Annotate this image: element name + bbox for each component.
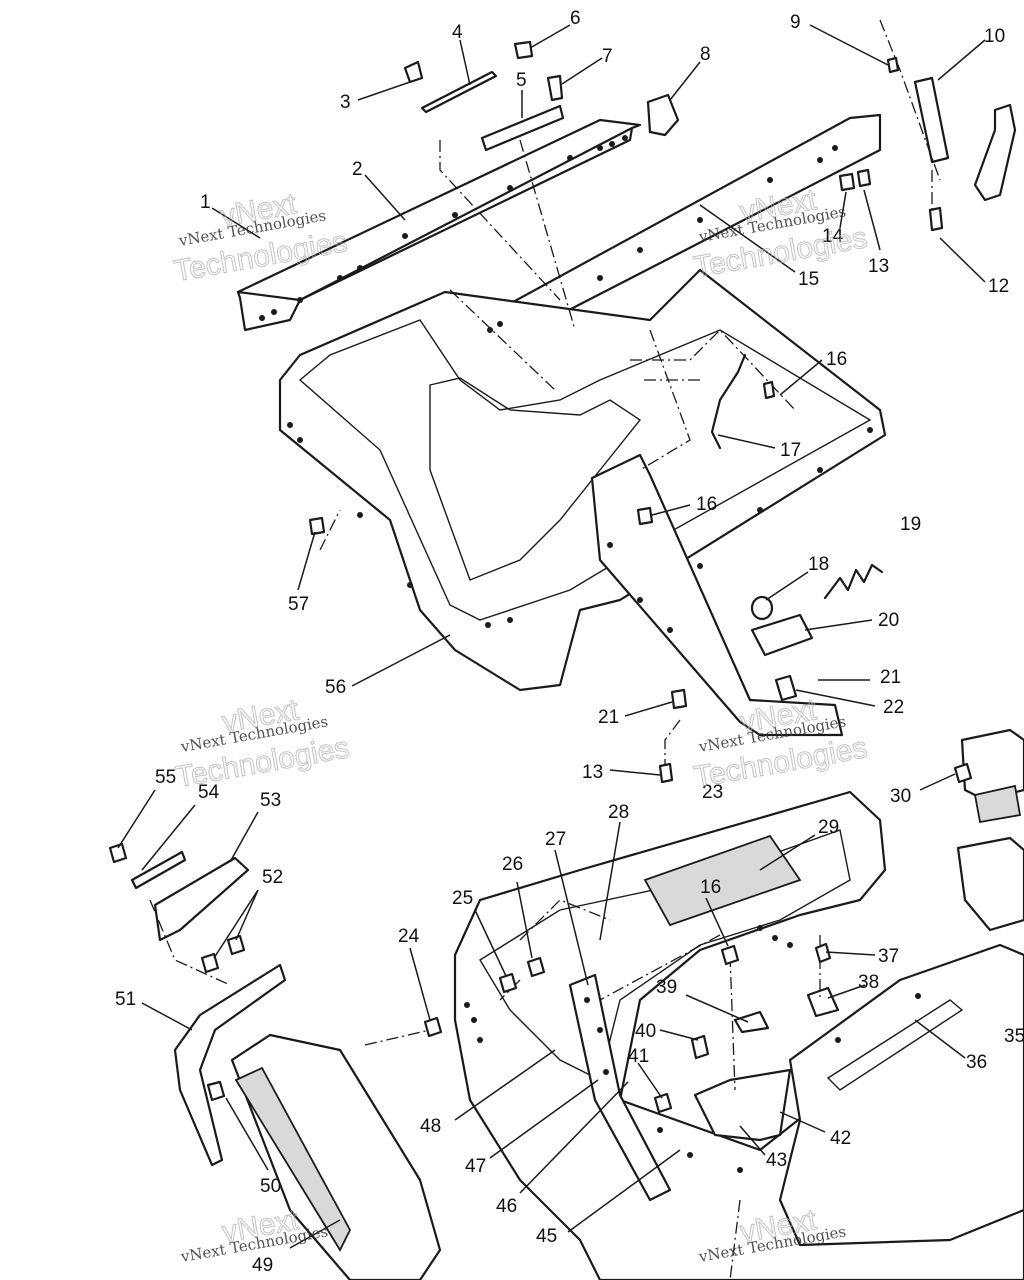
seat-strip-part-36: [826, 999, 964, 1091]
strap-part-47: [568, 973, 672, 1202]
callout-20: 20: [878, 610, 899, 631]
callout-14: 14: [822, 226, 844, 247]
callout-42: 42: [830, 1128, 851, 1149]
callout-3: 3: [340, 92, 351, 113]
callout-46: 46: [496, 1196, 517, 1217]
hole-dots-upper: [259, 135, 873, 633]
callout-29: 29: [818, 817, 839, 838]
spring-part-19: [823, 563, 884, 600]
callout-7: 7: [602, 46, 613, 67]
callout-16b: 16: [696, 494, 717, 515]
callout-8: 8: [700, 44, 711, 65]
bracket-part-38: [806, 986, 840, 1018]
callout-51: 51: [115, 989, 136, 1010]
callout-24: 24: [398, 926, 420, 947]
callout-17: 17: [780, 440, 801, 461]
callout-39: 39: [656, 977, 677, 998]
callout-40: 40: [635, 1021, 656, 1042]
upper-assembly: [236, 19, 1017, 784]
plate-part-54: [130, 850, 187, 890]
callout-10: 10: [984, 26, 1005, 47]
callout-25: 25: [452, 888, 473, 909]
light-lens-part-49: [234, 1066, 352, 1252]
callout-48: 48: [420, 1116, 441, 1137]
callout-54: 54: [198, 782, 220, 803]
callout-4: 4: [452, 22, 463, 43]
clip-part-22: [774, 674, 798, 702]
pad-part-30: [973, 784, 1022, 824]
callout-41: 41: [628, 1046, 649, 1067]
clip-part-39: [733, 1010, 770, 1034]
callout-21a: 21: [880, 667, 901, 688]
handle-part-11: [973, 103, 1017, 202]
callout-50: 50: [260, 1176, 281, 1197]
plate-part-4: [420, 70, 498, 114]
hood-seat-well: [429, 377, 642, 581]
callout-5: 5: [516, 70, 527, 91]
callout-1: 1: [200, 192, 211, 213]
callout-52: 52: [262, 867, 283, 888]
seat-part-35: [778, 943, 1024, 1247]
bracket-part-42: [693, 1068, 792, 1142]
callout-15: 15: [798, 269, 819, 290]
lower-assembly: [108, 728, 1024, 1280]
callout-49: 49: [252, 1255, 273, 1276]
bracket-part-17: [710, 353, 747, 450]
callout-2: 2: [352, 159, 363, 180]
callout-37: 37: [878, 946, 899, 967]
callout-36: 36: [966, 1052, 987, 1073]
callout-21b: 21: [598, 707, 619, 728]
assembly-lines-lower: [149, 899, 821, 1280]
callout-13a: 13: [868, 256, 889, 277]
plate-part-20: [750, 613, 814, 657]
light-housing-part-49: [230, 1033, 442, 1280]
callout-9: 9: [790, 12, 801, 33]
fasteners-lower: [108, 762, 973, 1114]
callout-43: 43: [766, 1150, 787, 1171]
fasteners-upper: [308, 40, 944, 784]
callout-26: 26: [502, 854, 523, 875]
callout-35: 35: [1004, 1026, 1024, 1047]
callout-12: 12: [988, 276, 1009, 297]
callout-45: 45: [536, 1226, 557, 1247]
callout-18: 18: [808, 554, 829, 575]
callout-19: 19: [900, 514, 921, 535]
rear-bumper-part-51: [173, 963, 287, 1167]
callout-23: 23: [702, 782, 723, 803]
brace-part-10: [913, 76, 950, 164]
assembly-lines-upper: [319, 19, 941, 770]
hole-dots-lower: [464, 925, 921, 1173]
callout-57: 57: [288, 594, 309, 615]
callout-13b: 13: [582, 762, 603, 783]
callout-55: 55: [155, 767, 176, 788]
front-bumper-bar-top: [236, 118, 642, 302]
box-part-30b: [956, 836, 1024, 932]
callout-56: 56: [325, 677, 346, 698]
hood-inner-outline: [298, 319, 872, 621]
bracket-part-8: [646, 93, 680, 137]
bracket-part-53: [153, 856, 250, 942]
callout-47: 47: [465, 1156, 486, 1177]
callout-28: 28: [608, 802, 629, 823]
callout-27: 27: [545, 829, 566, 850]
callout-numbers: 1 2 3 4 5 6 7 8 9 10 12 13 14 15 16 17 1…: [115, 8, 1024, 1276]
callout-16c: 16: [700, 877, 721, 898]
callout-53: 53: [260, 790, 281, 811]
callout-22: 22: [883, 697, 904, 718]
leader-lines: [117, 24, 986, 1249]
callout-6: 6: [570, 8, 581, 29]
callout-38: 38: [858, 972, 879, 993]
callout-30: 30: [890, 786, 911, 807]
grommet-part-18: [750, 595, 774, 621]
hood-body: [278, 268, 887, 692]
strip-part-5: [480, 104, 565, 152]
label-part-29: [643, 834, 802, 927]
spine-bracket: [590, 453, 844, 737]
box-part-30: [960, 728, 1024, 802]
callout-16a: 16: [826, 349, 847, 370]
